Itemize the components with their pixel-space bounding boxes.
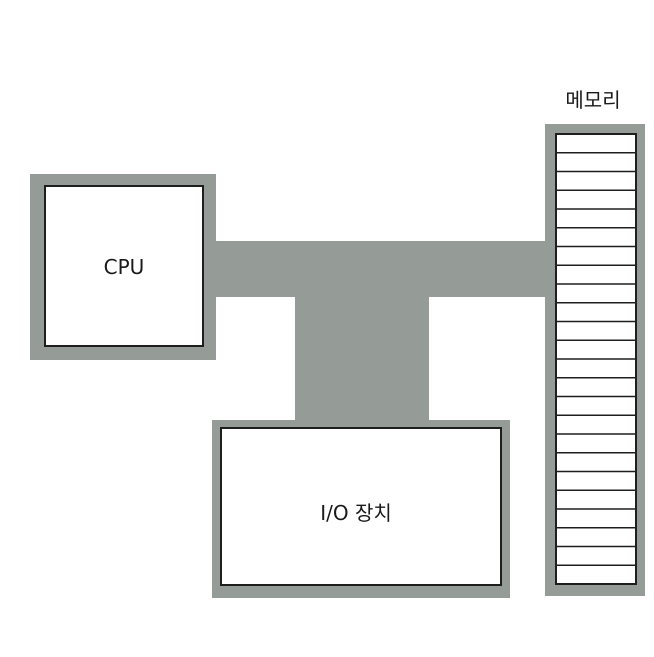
io-block: I/O 장치 [220, 427, 502, 586]
memory-block: 메모리 [555, 88, 637, 585]
memory-label: 메모리 [565, 88, 620, 112]
cpu-box [44, 185, 204, 347]
vertical-bus [295, 294, 429, 424]
io-label: I/O 장치 [320, 501, 392, 525]
cpu-label: CPU [104, 255, 145, 279]
horizontal-bus [214, 241, 550, 297]
cpu-block: CPU [44, 185, 204, 347]
memory-cells [556, 152, 636, 566]
io-box [220, 427, 502, 586]
